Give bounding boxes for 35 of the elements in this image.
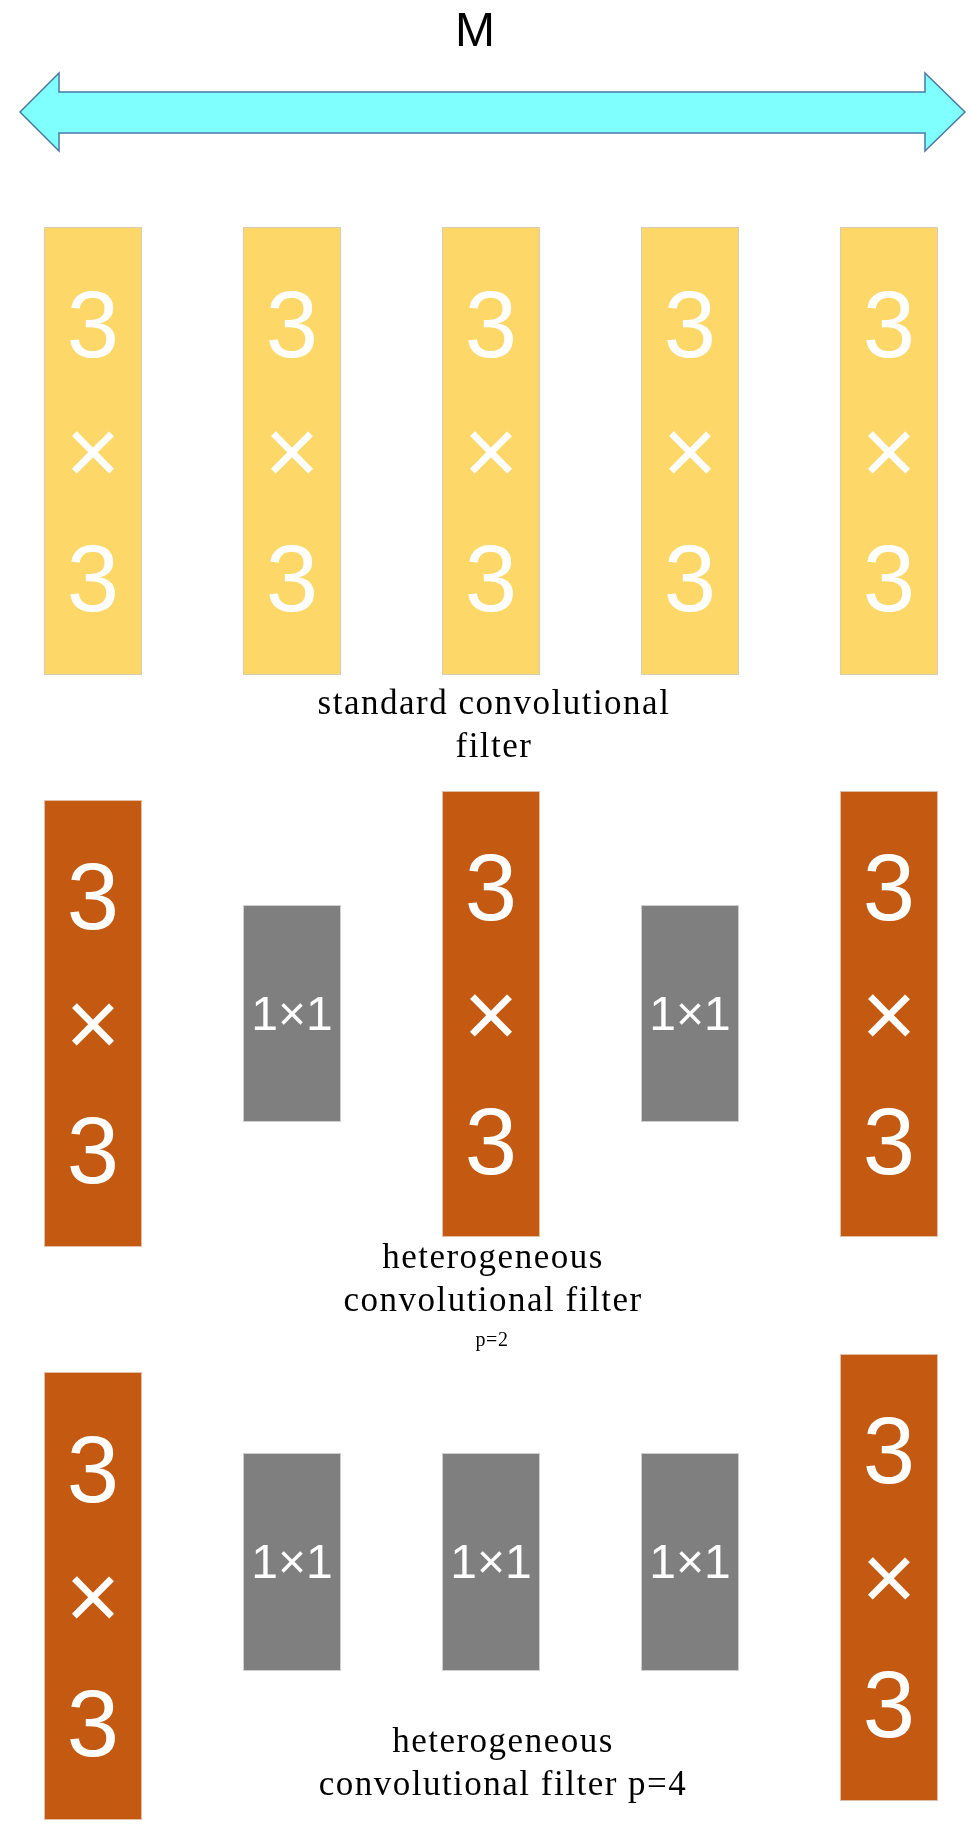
filter-block <box>442 1453 540 1671</box>
kernel-size: 3 × 3 <box>463 270 519 633</box>
filter-block <box>44 227 142 675</box>
kernel-size: 3 × 3 <box>861 1397 917 1759</box>
filter-block <box>442 791 540 1237</box>
filter-block <box>243 1453 341 1671</box>
kernel-size: 1×1 <box>649 985 731 1042</box>
kernel-size: 3 × 3 <box>861 833 917 1196</box>
row-caption: standard convolutional filter <box>316 682 672 767</box>
kernel-size: 1×1 <box>649 1534 731 1590</box>
kernel-size: 3 × 3 <box>264 270 320 633</box>
kernel-size: 3 × 3 <box>662 270 718 633</box>
kernel-size: 3 × 3 <box>463 833 519 1196</box>
kernel-size: 3 × 3 <box>65 1415 121 1778</box>
row-caption: heterogeneous convolutional filter <box>342 1236 644 1321</box>
filter-block <box>641 227 739 675</box>
filter-block <box>840 227 938 675</box>
filter-block <box>243 905 341 1122</box>
kernel-size: 3 × 3 <box>65 270 121 633</box>
kernel-size: 1×1 <box>450 1534 532 1590</box>
filter-block <box>641 1453 739 1671</box>
kernel-size: 1×1 <box>251 1534 333 1590</box>
dimension-label: M <box>454 2 496 58</box>
filter-block <box>840 791 938 1237</box>
filter-block <box>44 1372 142 1820</box>
filter-block <box>840 1354 938 1801</box>
kernel-size: 3 × 3 <box>65 843 121 1205</box>
row-caption: heterogeneous convolutional filter p=4 <box>317 1720 689 1805</box>
kernel-size: 1×1 <box>251 985 333 1042</box>
filter-block <box>442 227 540 675</box>
filter-block <box>44 800 142 1247</box>
filter-block <box>641 905 739 1122</box>
filter-block <box>243 227 341 675</box>
kernel-size: 3 × 3 <box>861 270 917 633</box>
parameter-note: p=2 <box>474 1327 510 1351</box>
